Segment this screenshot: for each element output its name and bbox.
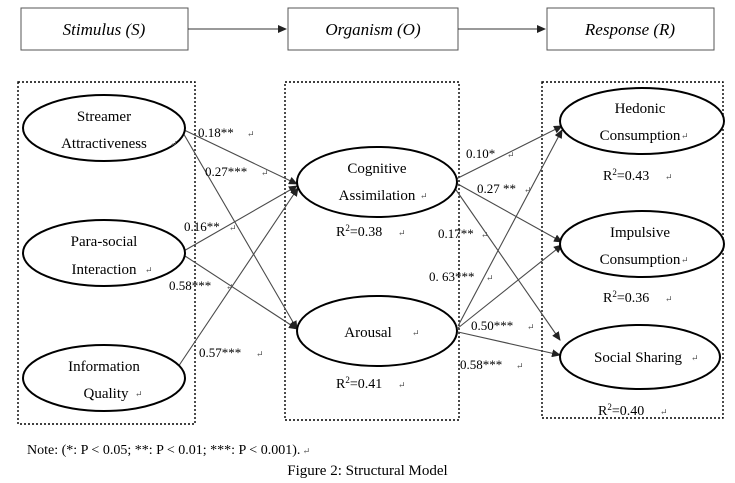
- node-cognitive-assimilation-line2: Assimilation: [339, 188, 416, 204]
- path-cognitive-to-hedonic: [455, 125, 563, 180]
- path-arousal-to-impulsive: [457, 244, 563, 329]
- path-streamer-to-cognitive: [181, 128, 298, 185]
- return-mark: ↵: [420, 191, 428, 201]
- stimulus-header: Stimulus (S): [63, 20, 146, 39]
- path-cognitive-to-impulsive: [455, 182, 563, 243]
- node-impulsive-consumption-line2: Consumption: [600, 252, 681, 268]
- significance-note: Note: (*: P < 0.05; **: P < 0.01; ***: P…: [27, 443, 311, 458]
- return-mark: ↵: [524, 185, 532, 195]
- node-streamer-attractiveness: [22, 94, 186, 162]
- node-arousal-label: Arousal: [344, 325, 392, 341]
- return-mark: ↵: [665, 294, 673, 304]
- path-parasocial-to-cognitive: [181, 185, 298, 253]
- r2-arousal: R2=0.41: [336, 375, 382, 392]
- coef-streamer-cognitive: 0.18**: [198, 125, 234, 140]
- node-impulsive-consumption: [559, 210, 725, 278]
- response-header-box: [546, 7, 715, 51]
- organism-header-box: [287, 7, 459, 51]
- return-mark: ↵: [398, 380, 406, 390]
- return-mark: ↵: [226, 282, 234, 292]
- r2-social-sharing: R2=0.40: [598, 402, 644, 419]
- organism-header: Organism (O): [325, 20, 421, 39]
- path-streamer-to-arousal: [181, 130, 298, 330]
- coef-streamer-arousal: 0.27***: [205, 164, 247, 179]
- node-hedonic-consumption-line2: Consumption: [600, 128, 681, 144]
- node-information-quality: [22, 344, 186, 412]
- return-mark: ↵: [681, 255, 689, 265]
- return-mark: ↵: [256, 349, 264, 359]
- node-social-sharing-label: Social Sharing: [594, 350, 682, 366]
- coef-arousal-social: 0.58***: [460, 357, 502, 372]
- node-cognitive-assimilation: [296, 146, 458, 218]
- node-arousal: [296, 295, 458, 367]
- node-streamer-attractiveness-line2: Attractiveness: [61, 136, 147, 152]
- return-mark: ↵: [135, 389, 143, 399]
- return-mark: ↵: [691, 353, 699, 363]
- node-para-social-interaction-line1: Para-social: [71, 234, 138, 250]
- stimulus-group-box: [17, 81, 196, 425]
- figure-caption: Figure 2: Structural Model: [287, 463, 448, 479]
- coef-arousal-hedonic: 0. 63***: [429, 269, 475, 284]
- r2-cognitive-assimilation: R2=0.38: [336, 223, 382, 240]
- return-mark: ↵: [412, 328, 420, 338]
- return-mark: ↵: [660, 407, 668, 417]
- node-cognitive-assimilation-line1: Cognitive: [347, 161, 407, 177]
- return-mark: ↵: [229, 223, 237, 233]
- node-information-quality-line2: Quality: [84, 386, 129, 402]
- node-impulsive-consumption-line1: Impulsive: [610, 225, 670, 241]
- response-header: Response (R): [584, 20, 676, 39]
- return-mark: ↵: [486, 273, 494, 283]
- return-mark: ↵: [681, 131, 689, 141]
- coef-arousal-impulsive: 0.50***: [471, 318, 513, 333]
- return-mark: ↵: [398, 228, 406, 238]
- path-cognitive-to-social: [453, 186, 561, 341]
- coef-parasocial-cognitive: 0.16**: [184, 219, 220, 234]
- organism-group-box: [284, 81, 460, 421]
- path-infoquality-to-cognitive: [177, 187, 299, 368]
- coef-cognitive-impulsive: 0.27 **: [477, 181, 516, 196]
- node-social-sharing: [559, 324, 721, 390]
- node-streamer-attractiveness-line1: Streamer: [77, 109, 131, 125]
- node-information-quality-line1: Information: [68, 359, 140, 375]
- path-arousal-to-hedonic: [457, 129, 563, 327]
- node-para-social-interaction: [22, 219, 186, 287]
- r2-impulsive-consumption: R2=0.36: [603, 289, 649, 306]
- node-hedonic-consumption-line1: Hedonic: [615, 101, 666, 117]
- return-mark: ↵: [516, 361, 524, 371]
- path-coefficients: 0.18** ↵ 0.27*** ↵ 0.16** ↵ 0.58*** ↵ 0.…: [169, 125, 535, 372]
- r2-hedonic-consumption: R2=0.43: [603, 167, 649, 184]
- return-mark: ↵: [481, 230, 489, 240]
- node-para-social-interaction-line2: Interaction: [72, 262, 137, 278]
- return-mark: ↵: [507, 150, 515, 160]
- coef-cognitive-social: 0.17**: [438, 226, 474, 241]
- return-mark: ↵: [145, 265, 153, 275]
- coef-cognitive-hedonic: 0.10*: [466, 146, 495, 161]
- return-mark: ↵: [261, 168, 269, 178]
- node-hedonic-consumption: [559, 87, 725, 155]
- coef-infoquality-cognitive: 0.57***: [199, 345, 241, 360]
- return-mark: ↵: [527, 322, 535, 332]
- return-mark: ↵: [170, 139, 178, 149]
- path-parasocial-to-arousal: [181, 253, 298, 330]
- stimulus-header-box: [20, 7, 189, 51]
- return-mark: ↵: [665, 172, 673, 182]
- path-arousal-to-social: [457, 331, 561, 358]
- return-mark: ↵: [247, 129, 255, 139]
- coef-parasocial-arousal: 0.58***: [169, 278, 211, 293]
